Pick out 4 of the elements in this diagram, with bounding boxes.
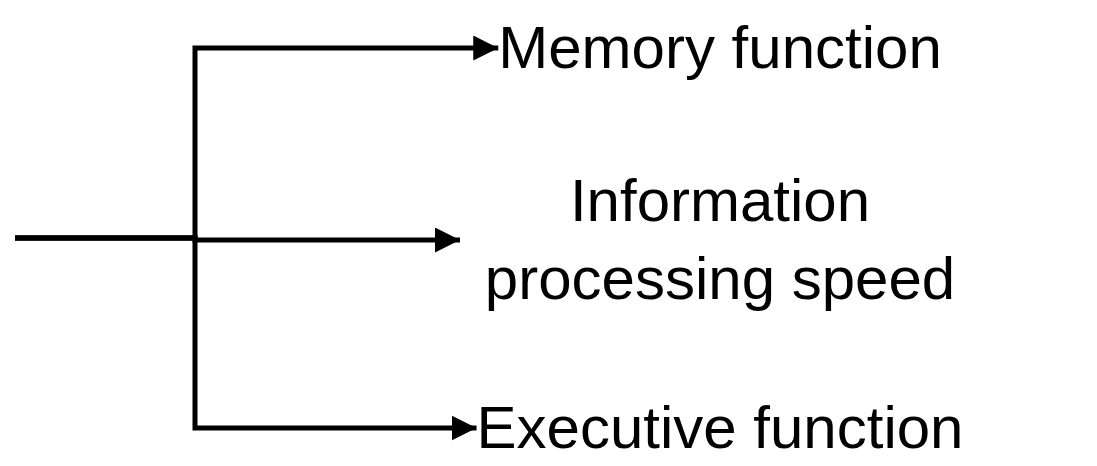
node-label: Executive function (476, 394, 964, 461)
node-label: Memory function (498, 14, 942, 81)
node-label: Information processing speed (484, 167, 956, 312)
arrow (15, 235, 477, 441)
